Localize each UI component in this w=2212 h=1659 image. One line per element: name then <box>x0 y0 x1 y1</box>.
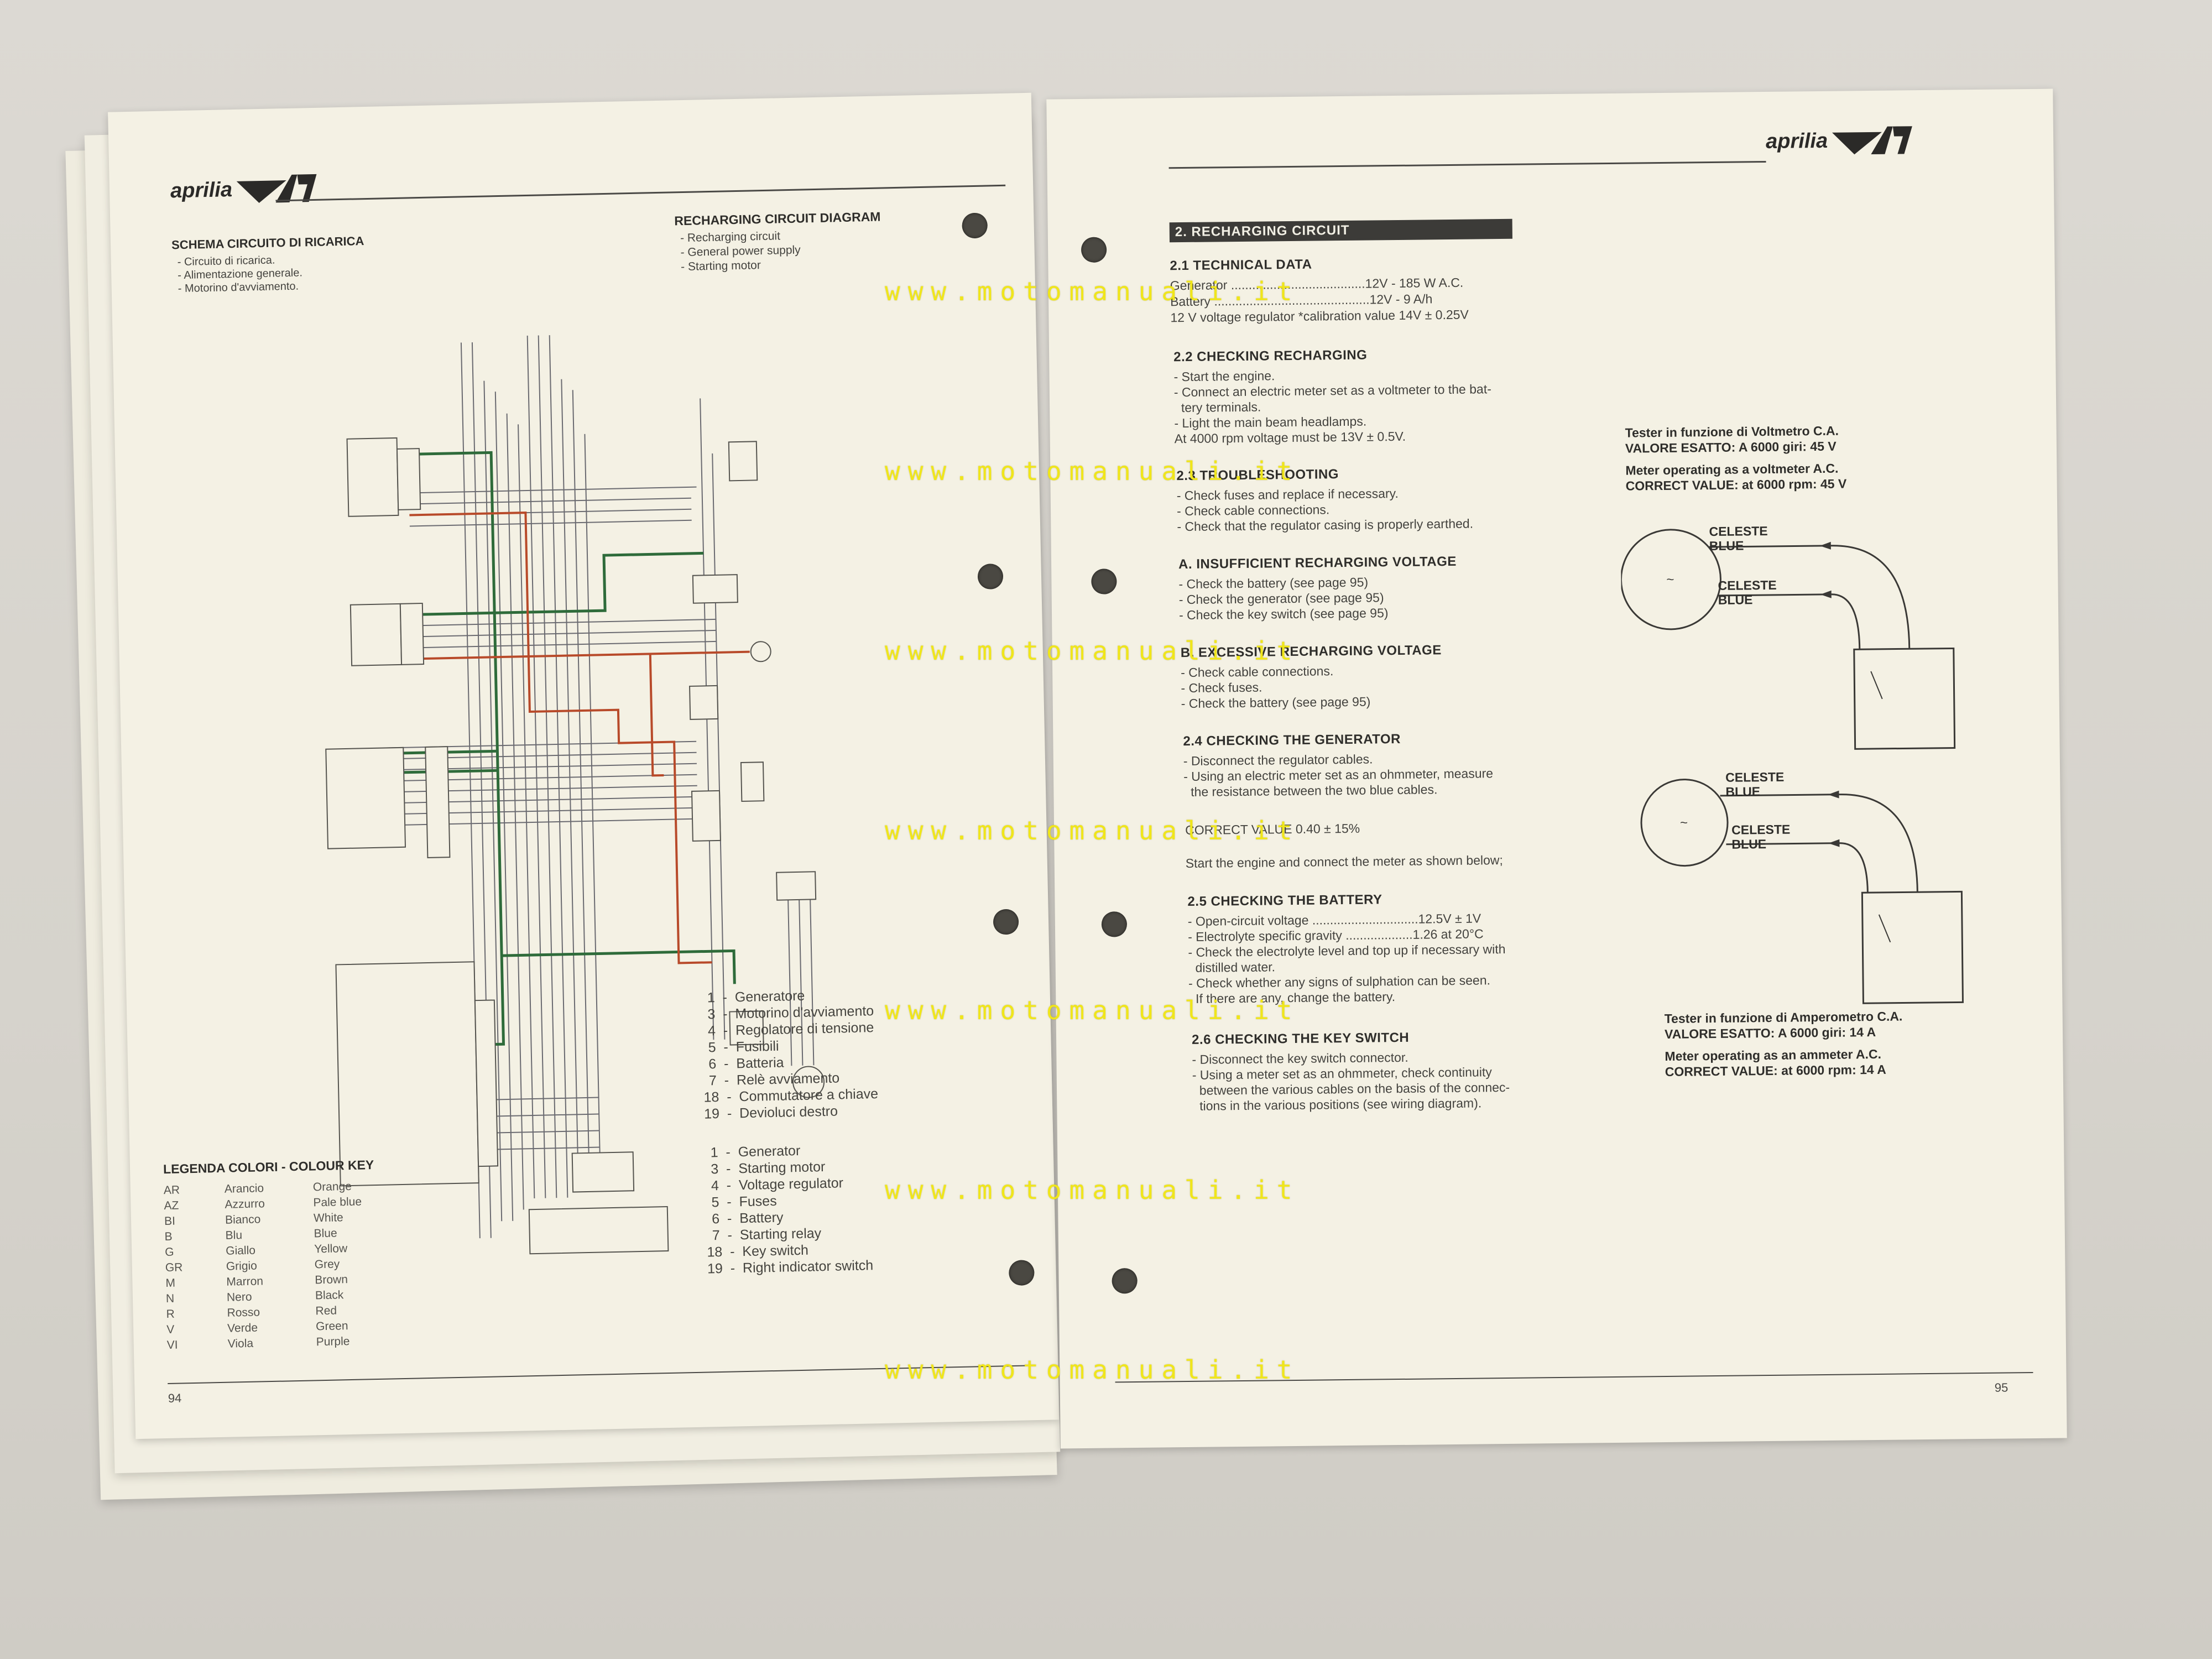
checking-recharging-line: - Connect an electric meter set as a vol… <box>1173 382 1491 400</box>
checking-battery-line: - Check the electrolyte level and top up… <box>1188 941 1506 959</box>
technical-data-line: 12 V voltage regulator *calibration valu… <box>1170 307 1469 325</box>
ammeter-value-en: CORRECT VALUE: at 6000 rpm: 14 A <box>1665 1062 1886 1079</box>
ammeter-value-it: VALORE ESATTO: A 6000 giri: 14 A <box>1664 1024 1876 1041</box>
wire-label-blue-3: BLUE <box>1725 784 1761 799</box>
section-heading: 2. RECHARGING CIRCUIT <box>1169 218 1512 243</box>
voltmeter-connection-figure: ~ <box>1620 529 1956 750</box>
watermark-text: www.motomanuali.it <box>885 456 1300 486</box>
watermark-text: www.motomanuali.it <box>885 1355 1300 1385</box>
insufficient-voltage-line: - Check the key switch (see page 95) <box>1178 606 1389 623</box>
component-it-1: 1 - Generatore <box>707 988 805 1006</box>
excessive-voltage-line: - Check the battery (see page 95) <box>1181 694 1371 711</box>
voltmeter-value-en: CORRECT VALUE: at 6000 rpm: 45 V <box>1625 476 1847 493</box>
checking-key-switch-line: tions in the various positions (see wiri… <box>1192 1095 1482 1113</box>
checking-generator-title: 2.4 CHECKING THE GENERATOR <box>1183 731 1401 749</box>
svg-text:~: ~ <box>1666 572 1674 587</box>
diagram-item: - General power supply <box>680 243 801 259</box>
technical-data-title: 2.1 TECHNICAL DATA <box>1170 257 1312 274</box>
wire-red <box>401 512 750 964</box>
component-it-19: 19 - Devioluci destro <box>703 1103 838 1122</box>
checking-generator-line: the resistance between the two blue cabl… <box>1183 782 1438 800</box>
brand-wordmark: aprilia <box>170 178 233 202</box>
checking-generator-line: - Using an electric meter set as an ohmm… <box>1183 766 1494 784</box>
component-en-19: 19 - Right indicator switch <box>707 1258 874 1277</box>
excessive-voltage-line: - Check cable connections. <box>1181 664 1334 680</box>
generator-note: Start the engine and connect the meter a… <box>1185 853 1503 871</box>
binder-hole <box>977 564 1004 589</box>
left-page: aprilia SCHEMA CIRCUITO DI RICARICA - Ci… <box>108 92 1059 1439</box>
aprilia-emblem-icon <box>1832 126 1912 155</box>
component-it-6: 6 - Batteria <box>708 1055 784 1072</box>
binder-hole <box>1081 237 1107 263</box>
motor-symbols <box>750 641 825 1098</box>
svg-text:~: ~ <box>1680 816 1688 831</box>
component-en-7: 7 - Starting relay <box>712 1225 822 1244</box>
checking-battery-line: - Check whether any signs of sulphation … <box>1188 973 1491 990</box>
page-number-right: 95 <box>1994 1380 2008 1395</box>
page-number-left: 94 <box>168 1391 182 1405</box>
aprilia-logo: aprilia <box>170 169 320 211</box>
aprilia-logo: aprilia <box>1766 121 1916 161</box>
ammeter-connection-figure: ~ <box>1640 779 1964 1004</box>
checking-battery-title: 2.5 CHECKING THE BATTERY <box>1187 892 1383 910</box>
component-en-18: 18 - Key switch <box>707 1242 809 1260</box>
watermark-text: www.motomanuali.it <box>885 276 1300 306</box>
component-en-3: 3 - Starting motor <box>711 1159 826 1177</box>
checking-recharging-line: tery terminals. <box>1173 399 1261 415</box>
diagram-item: - Recharging circuit <box>680 229 781 245</box>
wire-label-blue-1: BLUE <box>1709 538 1744 554</box>
component-it-7: 7 - Relè avviamento <box>708 1070 840 1089</box>
binder-hole <box>993 909 1019 935</box>
aprilia-emblem-icon <box>236 174 317 204</box>
watermark-text: www.motomanuali.it <box>885 1175 1300 1205</box>
binder-hole <box>1101 911 1128 937</box>
component-en-4: 4 - Voltage regulator <box>711 1175 844 1194</box>
component-it-5: 5 - Fusibili <box>708 1038 779 1056</box>
component-en-5: 5 - Fuses <box>711 1193 777 1211</box>
excessive-voltage-line: - Check fuses. <box>1181 680 1262 696</box>
wire-label-blue-2: BLUE <box>1718 592 1753 607</box>
binder-hole <box>1091 568 1117 594</box>
wiring-diagram <box>325 335 825 1255</box>
voltmeter-value-it: VALORE ESATTO: A 6000 giri: 45 V <box>1625 439 1837 456</box>
watermark-text: www.motomanuali.it <box>885 636 1300 666</box>
wire-bundle <box>377 335 815 1239</box>
troubleshooting-line: - Check cable connections. <box>1176 502 1330 519</box>
troubleshooting-line: - Check that the regulator casing is pro… <box>1177 516 1474 534</box>
component-en-1: 1 - Generator <box>710 1142 801 1161</box>
troubleshooting-line: - Check fuses and replace if necessary. <box>1176 486 1399 503</box>
header-rule <box>1168 160 1766 169</box>
checking-recharging-line: - Start the engine. <box>1173 368 1275 384</box>
wire-label-blue-4: BLUE <box>1731 837 1767 852</box>
checking-recharging-title: 2.2 CHECKING RECHARGING <box>1173 347 1368 365</box>
watermark-text: www.motomanuali.it <box>885 995 1300 1025</box>
insufficient-voltage-title: A. INSUFFICIENT RECHARGING VOLTAGE <box>1178 554 1457 572</box>
schema-title: SCHEMA CIRCUITO DI RICARICA <box>171 234 364 252</box>
binder-hole <box>962 212 988 239</box>
binder-hole <box>1112 1267 1138 1294</box>
connector-blocks <box>325 437 817 1255</box>
component-en-6: 6 - Battery <box>711 1209 784 1227</box>
header-rule <box>275 184 1006 202</box>
binder-hole <box>1008 1260 1035 1286</box>
watermark-text: www.motomanuali.it <box>885 816 1300 846</box>
diagram-title: RECHARGING CIRCUIT DIAGRAM <box>674 209 881 228</box>
checking-battery-line: distilled water. <box>1188 959 1276 975</box>
checking-recharging-line: At 4000 rpm voltage must be 13V ± 0.5V. <box>1174 429 1406 446</box>
right-page: aprilia 2. RECHARGING CIRCUIT 2.1 TECHNI… <box>1046 88 2067 1449</box>
brand-wordmark: aprilia <box>1765 129 1828 153</box>
checking-key-switch-title: 2.6 CHECKING THE KEY SWITCH <box>1191 1030 1410 1047</box>
